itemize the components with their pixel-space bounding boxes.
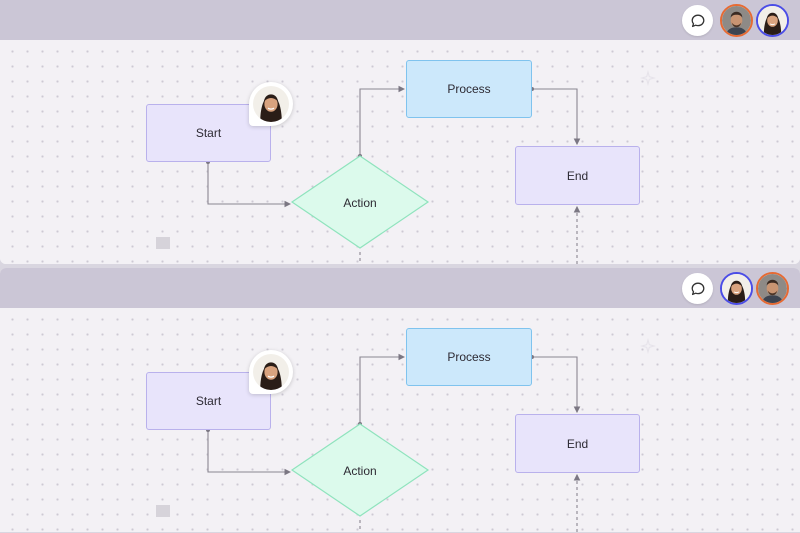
connector-action-process [359,353,406,424]
man-avatar [758,274,787,303]
user-cursor-woman [249,350,293,394]
woman-avatar [758,6,787,35]
node-end-label: End [566,436,589,451]
woman-avatar [722,274,751,303]
node-process[interactable]: Process [406,328,532,386]
comments-button[interactable] [682,273,713,304]
canvas-panel-top: Start Process End Action [0,0,800,264]
node-end[interactable]: End [515,414,640,473]
toolbar [0,268,800,308]
node-start-label: Start [195,126,222,140]
node-start[interactable]: Start [146,104,271,162]
node-process[interactable]: Process [406,60,532,118]
collaborator-avatar-woman[interactable] [720,272,753,305]
man-avatar [722,6,751,35]
canvas-panel-bottom: Start Process End Action [0,268,800,532]
node-process-label: Process [447,350,491,364]
connector-process-end [532,356,581,414]
node-start-label: Start [195,394,222,408]
node-end-label: End [566,168,589,183]
sparkle-icon [640,70,656,86]
collaborator-avatar-woman[interactable] [756,4,789,37]
woman-avatar [253,86,289,122]
flowchart-canvas[interactable]: Start Process End Action [0,308,800,532]
toolbar [0,0,800,40]
node-action-diamond[interactable] [290,422,430,518]
speech-bubble-icon [691,282,704,295]
user-cursor-woman [249,82,293,126]
comments-button[interactable] [682,5,713,36]
sparkle-icon [640,338,656,354]
collaborator-avatar-man[interactable] [756,272,789,305]
collaborator-avatar-man[interactable] [720,4,753,37]
placeholder-square [156,505,170,517]
placeholder-square [156,237,170,249]
speech-bubble-icon [691,14,704,27]
flowchart-canvas[interactable]: Start Process End Action [0,40,800,264]
node-start[interactable]: Start [146,372,271,430]
connector-start-action [207,162,292,208]
connector-start-action [207,430,292,476]
node-end[interactable]: End [515,146,640,205]
node-action-diamond[interactable] [290,154,430,250]
connector-process-end [532,88,581,146]
woman-avatar [253,354,289,390]
connector-action-process [359,85,406,156]
node-process-label: Process [447,82,491,96]
